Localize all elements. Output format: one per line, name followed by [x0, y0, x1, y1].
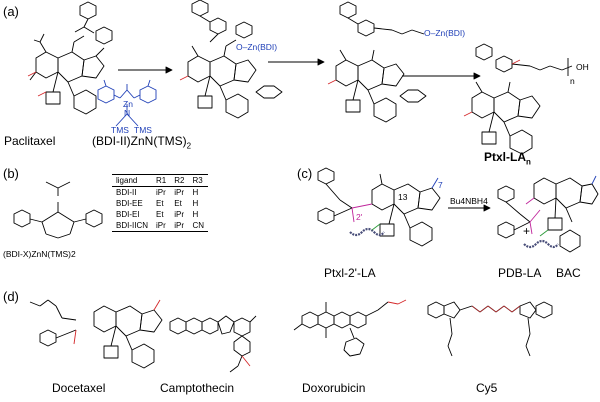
intermediate-2-structure — [335, 1, 425, 123]
catalyst-label: (BDI-II)ZnN(TMS)2 — [92, 134, 191, 150]
paclitaxel-label: Paclitaxel — [4, 134, 56, 148]
ligand-table: ligand R1 R2 R3 BDI-II iPr iPr H BDI-EE … — [112, 174, 209, 232]
ptxl-lan-oh: OH — [576, 62, 589, 72]
cell: Et — [174, 199, 182, 208]
catalyst-n-atom: N — [124, 108, 131, 118]
ptxl-lan-subscript: n — [526, 157, 531, 167]
col-r1: R1 — [156, 176, 167, 185]
carbon-13-label: 13 — [398, 192, 408, 202]
cell: BDI-EI — [116, 210, 140, 219]
pdb-la-structure — [497, 185, 531, 239]
table-row: BDI-II iPr iPr H — [112, 187, 208, 199]
pdb-la-label: PDB-LA — [498, 266, 542, 280]
paclitaxel-oh — [27, 71, 47, 97]
ptxl-2-la-label: Ptxl-2'-LA — [324, 266, 376, 280]
cell: iPr — [156, 188, 166, 197]
bdi-zn-catalyst — [97, 79, 157, 127]
cell: H — [192, 188, 199, 197]
cell: H — [192, 199, 199, 208]
panel-label-b: (b) — [3, 166, 19, 181]
bdi-x-complex-structure — [13, 181, 103, 239]
catalyst-text: (BDI-II)ZnN(TMS) — [92, 134, 187, 148]
doxorubicin-structure — [293, 301, 389, 357]
cell: BDI-EE — [116, 199, 143, 208]
carbon-7-label: 7 — [438, 180, 443, 190]
cell: iPr — [174, 210, 185, 219]
lactide-1 — [255, 85, 283, 99]
ptxl-lan-label: Ptxl-LAn — [484, 150, 531, 166]
table-row: BDI-IICN iPr iPr CN — [112, 220, 209, 232]
col-ligand: ligand — [116, 176, 138, 185]
camptothecin-structure — [169, 315, 257, 373]
plus-sign: + — [523, 224, 531, 238]
ligand-table-header: ligand R1 R2 R3 — [112, 174, 209, 187]
cell: H — [192, 210, 199, 219]
lactide-2 — [399, 89, 427, 103]
cy5-structure — [427, 301, 553, 357]
zn-bdi-label-2: O–Zn(BDI) — [424, 28, 466, 38]
reagent-label: Bu4NBH4 — [450, 196, 488, 206]
cell: iPr — [174, 188, 185, 197]
doxorubicin-label: Doxorubicin — [302, 381, 366, 395]
ptxl-lan-text: Ptxl-LA — [484, 150, 526, 164]
cell: Et — [156, 210, 164, 219]
camptothecin-label: Camptothecin — [160, 381, 235, 395]
paclitaxel-structure — [29, 1, 113, 115]
col-r3: R3 — [192, 176, 203, 185]
panel-label-d: (d) — [3, 289, 19, 304]
carbon-2p-label: 2' — [356, 212, 363, 222]
panel-label-c: (c) — [297, 166, 313, 181]
cy5-label: Cy5 — [476, 381, 498, 395]
catalyst-subscript: 2 — [186, 141, 192, 151]
panel-label-a: (a) — [3, 4, 19, 19]
cell: BDI-IICN — [116, 221, 148, 230]
ptxl-lan-structure — [471, 43, 573, 155]
cell: Et — [156, 199, 164, 208]
cell: CN — [192, 221, 205, 230]
zn-bdi-label-1: O–Zn(BDI) — [236, 42, 278, 52]
bdi-x-complex-label: (BDI-X)ZnN(TMS)2 — [3, 249, 76, 259]
table-row: BDI-EI Et iPr H — [112, 209, 208, 220]
cell: iPr — [156, 221, 166, 230]
col-r2: R2 — [174, 176, 185, 185]
table-row: BDI-EE Et Et H — [112, 198, 208, 209]
ptxl-lan-n: n — [570, 76, 575, 86]
docetaxel-structure — [29, 299, 163, 369]
bac-label: BAC — [556, 266, 581, 280]
catalyst-zn-atom: Zn — [123, 99, 133, 109]
cell: BDI-II — [116, 188, 137, 197]
cell: iPr — [174, 221, 185, 230]
intermediate-1-structure — [187, 0, 257, 119]
catalyst-tms-left: TMS — [111, 125, 129, 135]
docetaxel-label: Docetaxel — [52, 381, 106, 395]
catalyst-tms-right: TMS — [134, 125, 152, 135]
